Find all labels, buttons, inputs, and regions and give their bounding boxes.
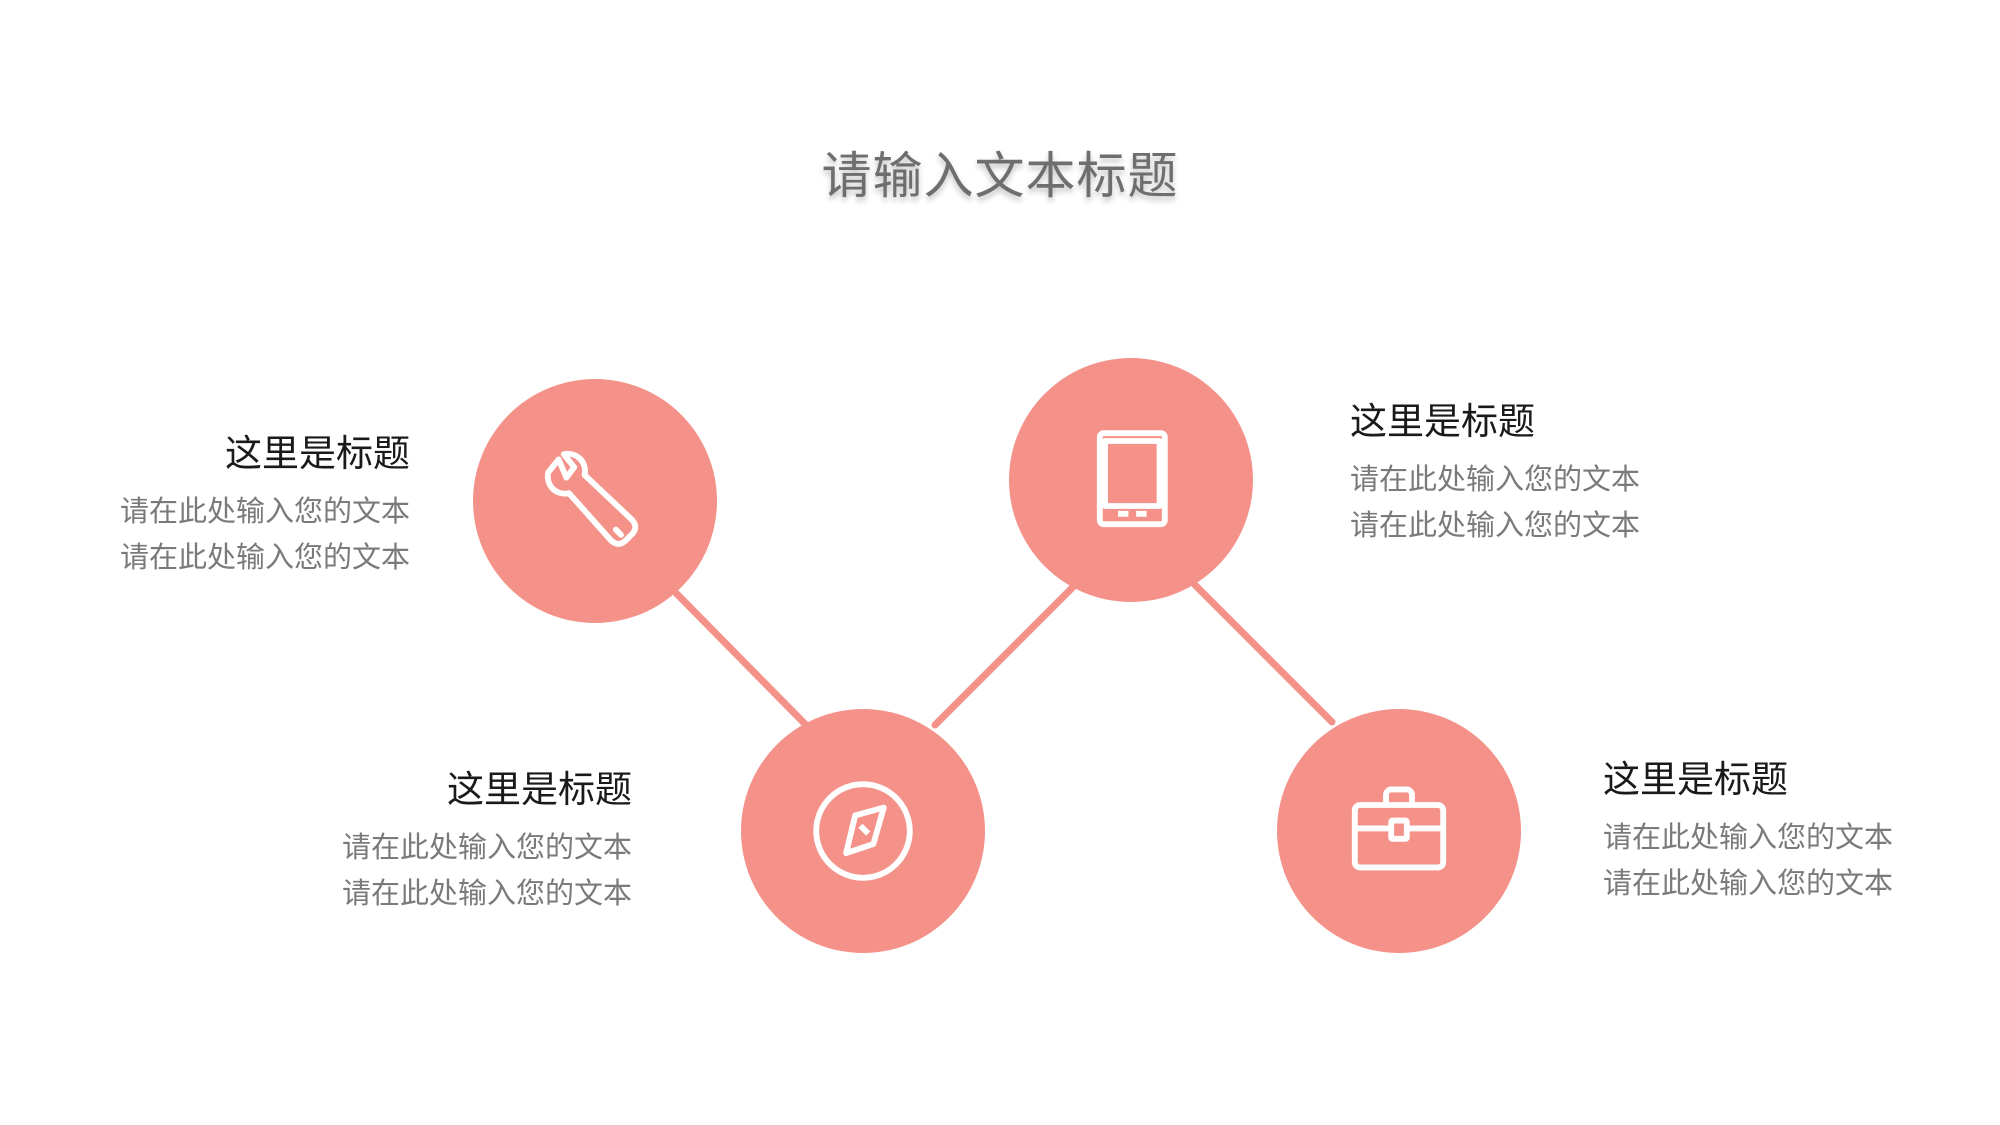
- text-block-3: 这里是标题 请在此处输入您的文本 请在此处输入您的文本: [1350, 398, 1710, 548]
- block-heading: 这里是标题: [1350, 400, 1535, 443]
- block-heading: 这里是标题: [447, 768, 632, 811]
- briefcase-icon: [1351, 786, 1447, 871]
- block-text-line: 请在此处输入您的文本: [1603, 820, 1894, 854]
- connector-line-2: [931, 583, 1077, 729]
- step-circle-3: [1009, 358, 1253, 602]
- block-text-line: 请在此处输入您的文本: [119, 494, 410, 528]
- text-block-1: 这里是标题 请在此处输入您的文本 请在此处输入您的文本: [50, 430, 410, 580]
- block-text-line: 请在此处输入您的文本: [341, 830, 632, 864]
- step-circle-2: [741, 709, 985, 953]
- block-text-line: 请在此处输入您的文本: [119, 540, 410, 574]
- block-text-line: 请在此处输入您的文本: [1603, 866, 1894, 900]
- connector-line-1: [671, 588, 810, 729]
- page-title: 请输入文本标题: [821, 147, 1179, 205]
- block-text-line: 请在此处输入您的文本: [1350, 508, 1641, 542]
- connector-line-3: [1191, 581, 1336, 726]
- block-text-line: 请在此处输入您的文本: [341, 876, 632, 910]
- text-block-4: 这里是标题 请在此处输入您的文本 请在此处输入您的文本: [1603, 756, 1963, 906]
- compass-icon: [813, 781, 913, 881]
- step-circle-4: [1277, 709, 1521, 953]
- wrench-icon: [544, 450, 639, 547]
- step-circle-1: [473, 379, 717, 623]
- block-heading: 这里是标题: [225, 432, 410, 475]
- tablet-icon: [1096, 430, 1168, 528]
- block-text-line: 请在此处输入您的文本: [1350, 462, 1641, 496]
- text-block-2: 这里是标题 请在此处输入您的文本 请在此处输入您的文本: [272, 766, 632, 916]
- block-heading: 这里是标题: [1603, 758, 1788, 801]
